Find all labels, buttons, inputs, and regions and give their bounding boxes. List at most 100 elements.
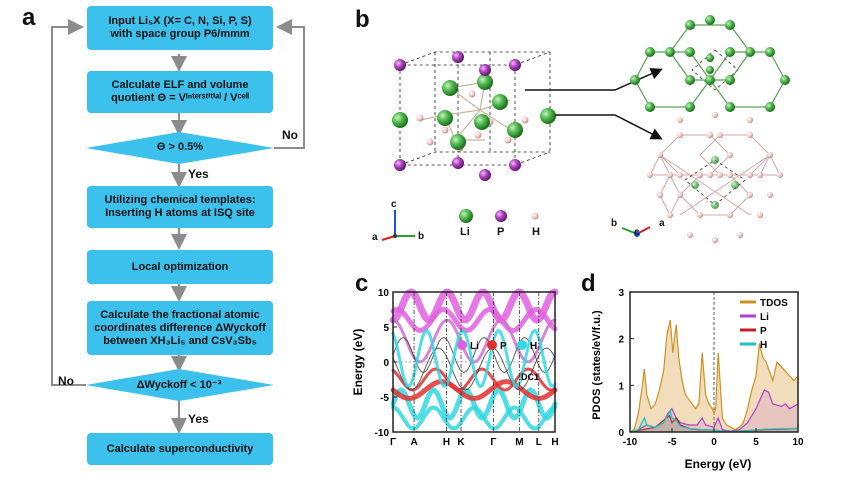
hydrogen-atoms [416,90,529,152]
pdos-legend-label: TDOS [760,298,788,309]
flow-input-line2: with space group P6/mmm [110,28,250,40]
pdos-xtick-label: 0 [711,437,717,448]
flow-superconductivity-text: Calculate superconductivity [106,442,254,455]
pdos-ytick-label: 2 [618,335,624,346]
flow-optimization-text: Local optimization [131,260,229,273]
band-xtick-label: H [443,437,450,448]
flow-wyckoff-line1: Calculate the fractional atomic [100,308,260,321]
band-curve [390,379,558,401]
band-curve [390,306,558,334]
axis1-label-a: a [372,232,378,243]
arrow-to-h-layer [555,114,663,140]
pdos-area-p [630,415,798,432]
band-ytick-label: 5 [383,323,389,334]
band-curve [391,405,557,431]
unit-cell-edges [399,51,551,166]
band-legend: Li P H [457,340,537,352]
decision-2-text: ΔWyckoff < 10⁻³ [136,379,222,391]
flow-optimization-box: Local optimization [87,250,273,284]
flow-elf-box: Calculate ELF and volume quotient Θ = Vᴵ… [87,71,273,113]
band-curve [392,336,556,374]
yes-label-1: Yes [188,167,209,181]
flow-input-box: Input Li₅X (X= C, N, Si, P, S) with spac… [87,6,273,50]
flow-input-line1: Input Li₅X (X= C, N, Si, P, S) [108,15,252,27]
band-ytick-label: 0 [383,358,389,369]
band-ytick-label: 10 [378,288,390,299]
panel-label-d: d [581,270,596,297]
band-ylabel: Energy (eV) [351,329,365,396]
crystal-structure-figure [381,15,790,243]
flow-template-line2: Inserting H atoms at ISQ site [105,207,255,219]
legend-p-swatch [495,210,507,222]
band-annotation-dc1: DC1 [521,372,539,382]
pdos-xlabel: Energy (eV) [685,457,752,471]
decision-1-text: Θ > 0.5% [156,141,204,153]
pdos-ytick-label: 0 [618,428,624,439]
pdos-ytick-label: 3 [618,288,624,299]
axis1-label-c: c [391,199,397,210]
band-xtick-label: Γ [490,437,496,448]
bond-network [419,81,511,141]
flow-template-line1: Utilizing chemical templates: [104,194,256,206]
flow-elf-line2: quotient Θ = Vᴵⁿᵗᵉʳˢᵗⁱᵗⁱᵃˡ / Vᶜᵉˡˡ [111,92,249,104]
band-xtick-label: M [515,437,523,448]
flow-wyckoff-box: Calculate the fractional atomic coordina… [87,301,273,355]
phosphorus-atoms [394,51,521,181]
h-layer-projection [647,112,783,243]
band-curve [391,318,557,364]
pdos-ytick-label: 1 [618,381,624,392]
flow-template-box: Utilizing chemical templates: Inserting … [87,186,273,228]
flow-wyckoff-line2: coordinates difference ΔWyckoff [94,321,266,334]
pdos-xtick-label: -5 [668,437,677,448]
band-curve [389,288,559,324]
lithium-atoms [392,74,556,150]
band-legend-h-label: H [530,341,537,352]
pdos-xtick-label: -10 [623,437,638,448]
band-legend-h-dot [517,340,527,350]
axis-indicator-1 [381,210,415,241]
axis-indicator-2 [621,226,651,237]
band-ytick-label: -5 [380,393,389,404]
band-xtick-label: A [410,437,417,448]
band-xtick-label: K [457,437,465,448]
flow-wyckoff-line3: between XH₃Li₅ and CsV₃Sb₅ [103,334,257,347]
flowchart-connectors [51,19,305,434]
band-xtick-label: Γ [390,437,396,448]
li-layer-projection [630,15,790,112]
decision-diamond-2 [86,369,274,401]
band-xtick-label: H [551,437,558,448]
legend-h-label: H [532,226,540,238]
panel-label-c: c [355,270,369,297]
panel-label-b: b [355,6,370,33]
pdos-legend-label: P [760,326,767,337]
panel-label-a: a [22,4,36,31]
band-legend-p-label: P [500,341,507,352]
flow-elf-line1: Calculate ELF and volume [111,79,249,91]
pdos-plot-area [629,292,799,433]
pdos-line-tdos [629,319,799,433]
band-legend-li-dot [457,340,467,350]
arrow-to-li-layer [525,68,663,91]
band-curve [391,328,557,389]
pdos-chart: PDOS (states/eV/f.u.) Energy (eV) -10 -5 0… [591,288,804,471]
axis2-label-c: c [634,227,640,238]
flow-superconductivity-box: Calculate superconductivity [87,433,273,465]
band-legend-li-label: Li [470,341,479,352]
yes-label-2: Yes [188,412,209,426]
band-plot-area [389,288,559,431]
band-curve [392,347,556,391]
legend-h-swatch [531,212,539,220]
legend-li-swatch [459,209,473,223]
pdos-ylabel: PDOS (states/eV/f.u.) [591,310,603,420]
no-label-2: No [58,374,74,388]
axis1-label-b: b [418,231,425,242]
band-legend-p-dot [487,340,497,350]
pdos-line-h [629,409,799,433]
band-xtick-label: L [536,437,542,448]
pdos-legend-label: Li [760,312,769,323]
